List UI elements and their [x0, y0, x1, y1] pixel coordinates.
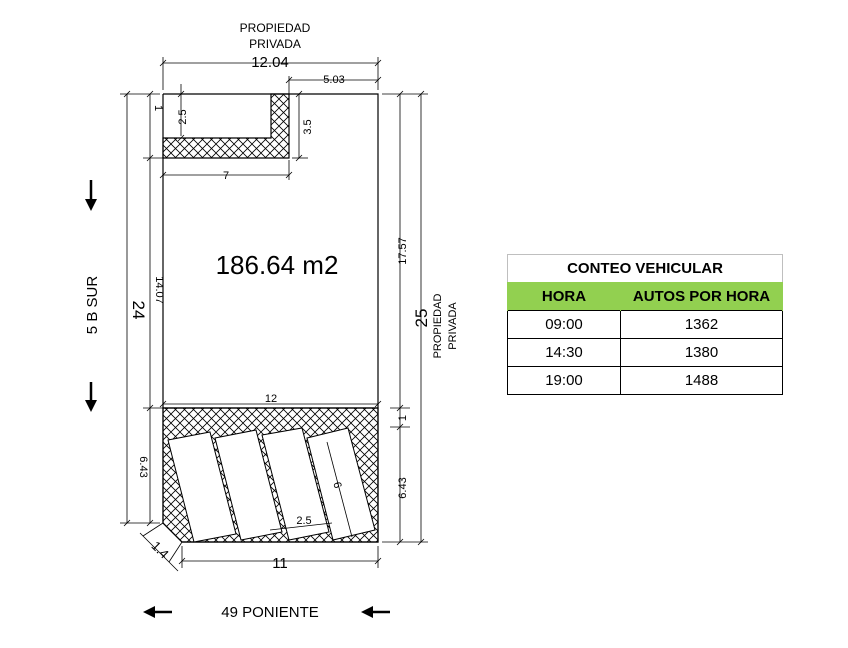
header-hora: HORA [507, 282, 621, 311]
parking-stall [261, 427, 330, 541]
arrow-left-icon [143, 606, 172, 618]
dim-notch-right: 3.5 [302, 119, 314, 134]
cell-hora: 09:00 [507, 310, 621, 339]
dimension-top-right [285, 76, 382, 94]
left-street-label: 5 B SUR [84, 276, 101, 335]
dim-chamfer: 1.4 [148, 538, 171, 561]
dim-bottom-width: 11 [272, 555, 288, 572]
upper-hatched-area [162, 93, 290, 159]
cell-autos: 1380 [620, 338, 783, 367]
dimension-top-width [159, 57, 382, 90]
dimension-middle-width [159, 400, 382, 408]
table-title: CONTEO VEHICULAR [507, 254, 783, 282]
dim-right-gap: 1 [397, 415, 409, 421]
arrow-down-icon [85, 382, 97, 412]
dim-left-total: 24 [129, 301, 148, 320]
table-row: 19:00 1488 [507, 366, 783, 395]
dim-middle-width: 12 [265, 393, 277, 405]
vehicle-count-table: CONTEO VEHICULAR HORA AUTOS POR HORA 09:… [507, 254, 783, 395]
right-neighbor-label: PROPIEDAD [432, 294, 444, 359]
dim-right-total: 25 [412, 309, 431, 328]
dim-left-inner: 14.07 [153, 276, 165, 304]
area-label: 186.64 m2 [216, 250, 339, 280]
parking-stall [306, 427, 376, 541]
right-neighbor-label-2: PRIVADA [447, 302, 459, 350]
dimension-upper-inner [159, 160, 293, 180]
dimension-right-total [382, 90, 428, 546]
top-neighbor-label: PROPIEDAD [240, 21, 311, 35]
dim-top-width: 12.04 [251, 54, 289, 71]
arrow-left-icon [361, 606, 390, 618]
dimension-stall [269, 441, 353, 538]
dim-top-right: 5.03 [323, 74, 344, 86]
dim-top-left-gap: 1 [152, 105, 164, 111]
table-row: 09:00 1362 [507, 310, 783, 339]
dimension-notch [177, 84, 308, 162]
dim-upper-inner: 7 [223, 170, 229, 182]
dimension-chamfer [139, 522, 183, 572]
arrow-down-icon [85, 180, 97, 211]
cell-hora: 19:00 [507, 366, 621, 395]
cell-hora: 14:30 [507, 338, 621, 367]
dim-right-lower: 6.43 [397, 477, 409, 498]
bottom-street-label: 49 PONIENTE [221, 604, 319, 621]
cell-autos: 1362 [620, 310, 783, 339]
header-autos: AUTOS POR HORA [620, 282, 783, 311]
dim-left-lower: 6.43 [137, 456, 149, 477]
dimension-left-inner [143, 90, 163, 527]
dim-right-upper: 17.57 [397, 237, 409, 265]
dim-parking-width: 2.5 [296, 515, 311, 527]
dim-notch-depth: 2.5 [177, 109, 189, 124]
parking-stalls [167, 427, 376, 543]
parking-stall [214, 429, 283, 541]
parking-stall [167, 431, 237, 543]
dimension-bottom-width [178, 546, 382, 568]
cell-autos: 1488 [620, 366, 783, 395]
top-neighbor-label-2: PRIVADA [249, 37, 301, 51]
dim-parking-length: 6 [330, 481, 343, 490]
dimension-left-total [120, 90, 160, 527]
table-row: 14:30 1380 [507, 338, 783, 367]
